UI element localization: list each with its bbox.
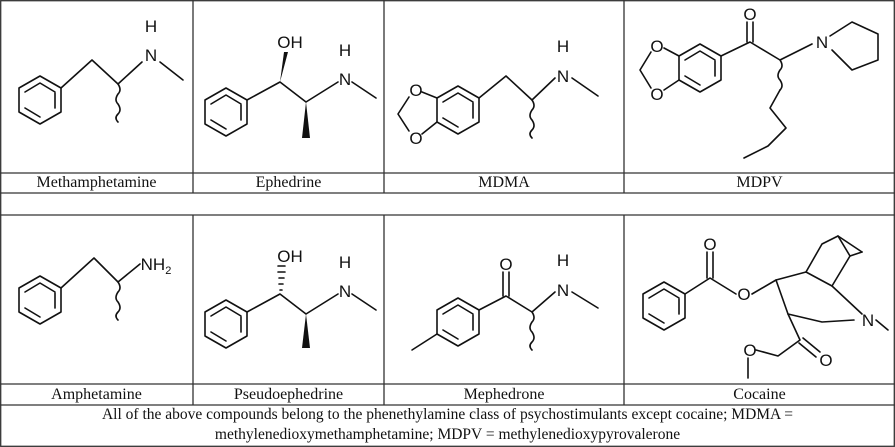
svg-text:O: O <box>743 5 756 24</box>
compound-name: Amphetamine <box>51 386 142 403</box>
mephedrone-structure: O N H <box>411 251 599 351</box>
svg-text:N: N <box>816 33 828 52</box>
methamphetamine-structure: N H <box>18 17 184 125</box>
svg-text:N: N <box>145 46 157 65</box>
compound-name: Methamphetamine <box>36 174 157 191</box>
cocaine-structure: O O N O O <box>642 235 889 379</box>
mdpv-structure: O O O N <box>639 5 879 159</box>
svg-text:O: O <box>743 341 756 360</box>
svg-text:N: N <box>339 70 351 89</box>
ephedrine-structure: OH N H <box>204 33 377 138</box>
svg-text:OH: OH <box>277 33 303 52</box>
caption-line-2: methylenedioxymethamphetamine; MDPV = me… <box>214 426 681 443</box>
svg-text:H: H <box>339 253 351 272</box>
compound-name: Pseudoephedrine <box>233 386 344 403</box>
svg-text:O: O <box>499 255 512 274</box>
compound-name: Ephedrine <box>255 174 322 191</box>
svg-text:OH: OH <box>277 247 303 266</box>
svg-text:H: H <box>145 17 157 36</box>
svg-text:O: O <box>737 285 750 304</box>
compound-name: Mephedrone <box>463 386 545 403</box>
compound-name: MDPV <box>736 174 783 191</box>
svg-text:NH2: NH2 <box>141 255 172 277</box>
svg-text:N: N <box>339 282 351 301</box>
mdma-structure: O O N H <box>397 37 599 148</box>
svg-text:O: O <box>703 235 716 254</box>
amphetamine-structure: NH2 <box>18 255 172 325</box>
svg-text:N: N <box>557 281 569 300</box>
svg-text:O: O <box>650 85 663 104</box>
compound-name: Cocaine <box>733 386 786 403</box>
svg-text:O: O <box>650 37 663 56</box>
svg-text:O: O <box>409 129 422 148</box>
table-caption: All of the above compounds belong to the… <box>0 405 895 445</box>
svg-text:H: H <box>339 41 351 60</box>
svg-text:N: N <box>862 311 874 330</box>
svg-text:N: N <box>557 67 569 86</box>
svg-text:O: O <box>409 81 422 100</box>
svg-text:H: H <box>557 251 569 270</box>
compound-name: MDMA <box>478 174 530 191</box>
svg-text:O: O <box>819 351 832 370</box>
pseudoephedrine-structure: OH N H <box>204 247 377 349</box>
caption-line-1: All of the above compounds belong to the… <box>101 406 794 423</box>
svg-text:H: H <box>557 37 569 56</box>
